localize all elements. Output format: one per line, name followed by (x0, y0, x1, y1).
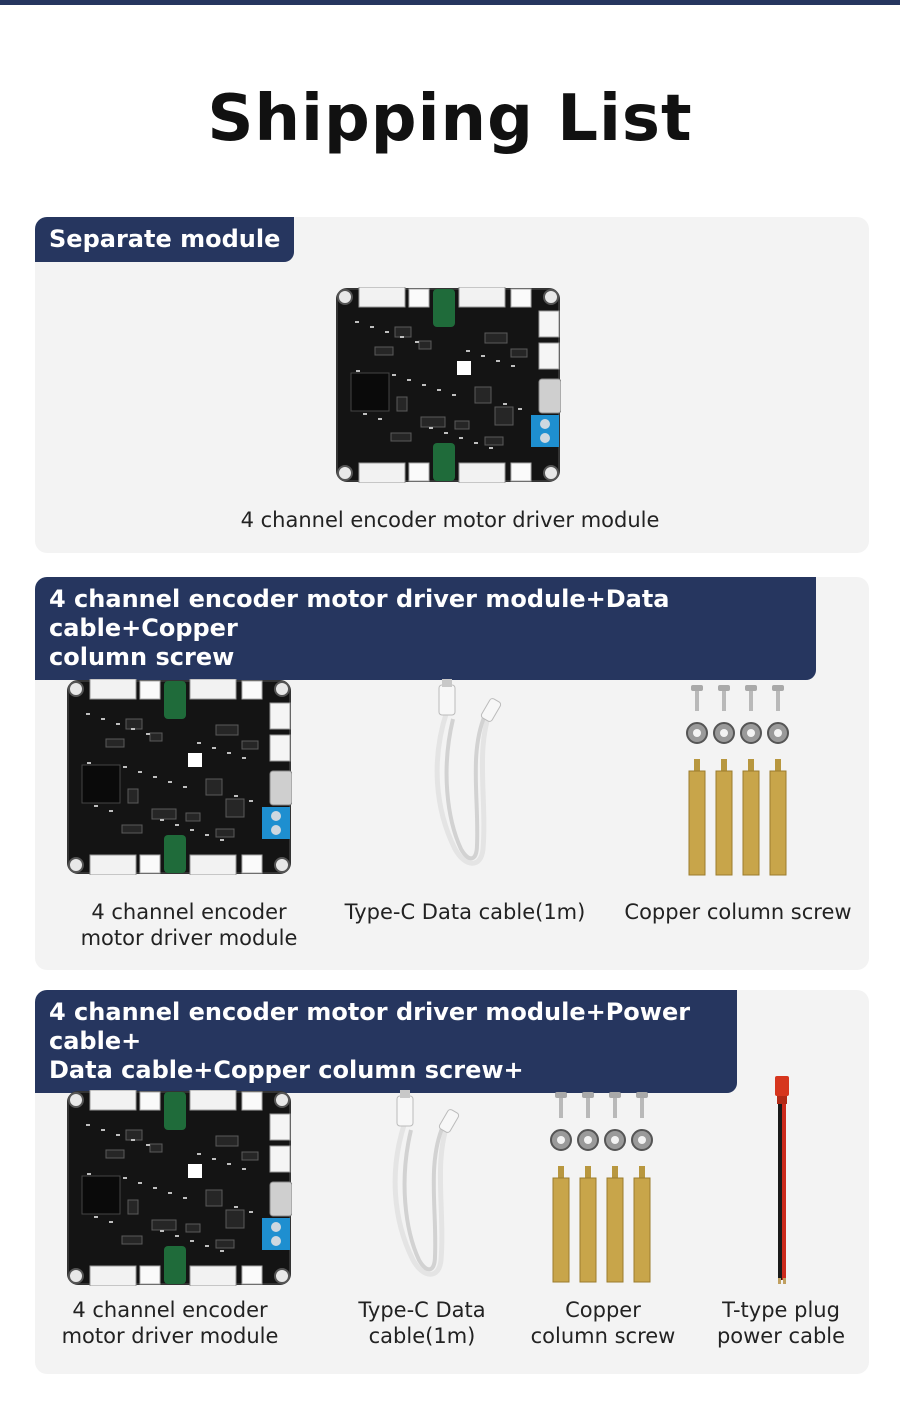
section-separate-module: Separate module 4 channel encoder motor … (35, 217, 869, 553)
driver-board-icon (66, 1090, 292, 1286)
item-label: 4 channel encoder motor driver module (80, 900, 298, 950)
section-module-cable-screw: 4 channel encoder motor driver module+Da… (35, 577, 869, 970)
usb-cable-icon (383, 1090, 473, 1290)
section-header: 4 channel encoder motor driver module+Po… (35, 990, 737, 1093)
item-label: T-type plug power cable (716, 1298, 846, 1348)
top-accent-bar (0, 0, 900, 5)
driver-board-icon (66, 679, 292, 875)
copper-screw-icon (683, 685, 793, 877)
driver-board-icon (335, 287, 561, 483)
page-title: Shipping List (207, 82, 693, 156)
t-plug-cable-icon (767, 1074, 797, 1286)
item-label: Copper column screw (624, 900, 852, 924)
copper-screw-icon (547, 1092, 657, 1284)
section-header: Separate module (35, 217, 295, 262)
item-label: Copper column screw (530, 1298, 676, 1348)
item-label: 4 channel encoder motor driver module (61, 1298, 279, 1348)
section-full-kit: 4 channel encoder motor driver module+Po… (35, 990, 869, 1374)
usb-cable-icon (425, 679, 515, 879)
item-label: 4 channel encoder motor driver module (240, 508, 660, 532)
item-label: Type-C Data cable(1m) (358, 1298, 486, 1348)
item-label: Type-C Data cable(1m) (344, 900, 586, 924)
section-header: 4 channel encoder motor driver module+Da… (35, 577, 816, 680)
